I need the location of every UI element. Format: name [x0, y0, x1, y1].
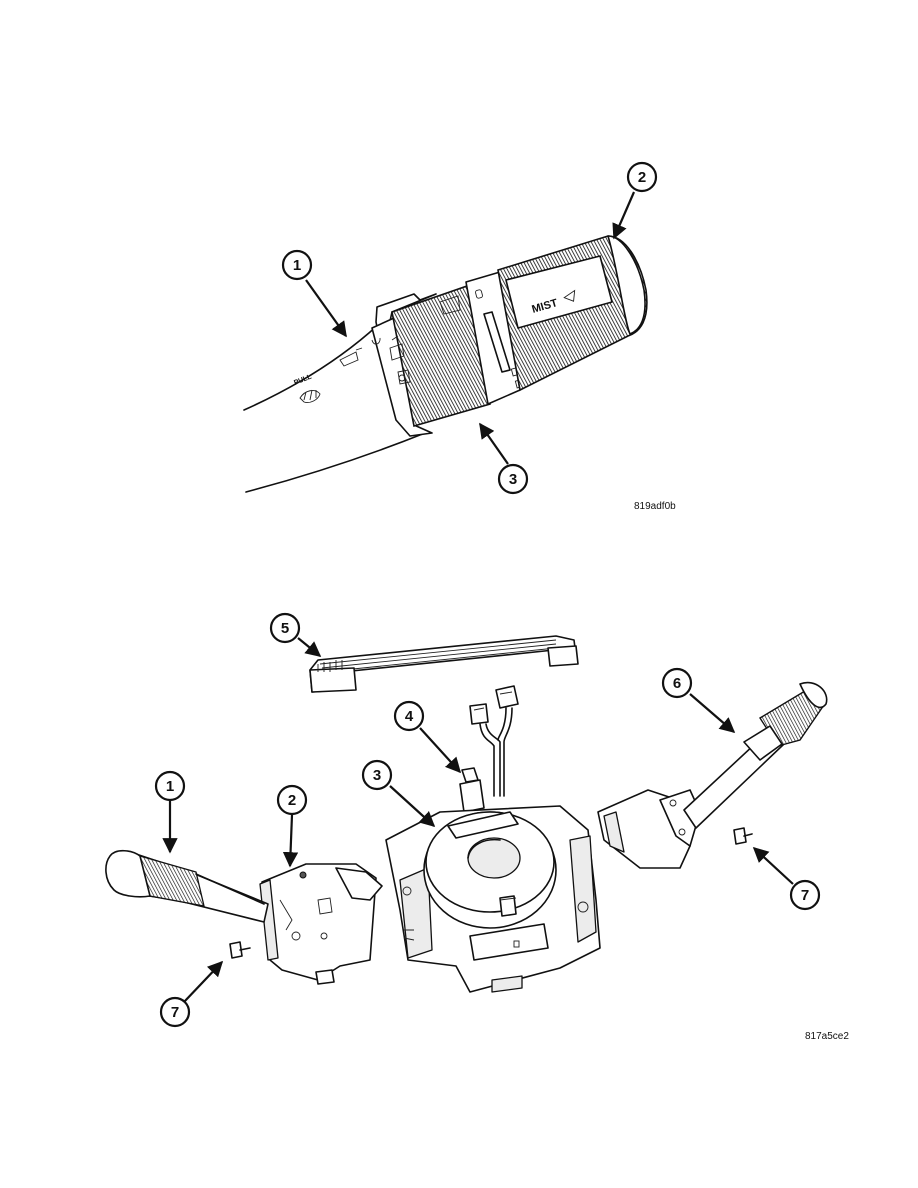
top-figure-wiper-stalk: MIST PULL 1 2 [243, 161, 676, 512]
callout-number: 7 [171, 1004, 179, 1021]
callout-1-top: 1 [281, 249, 347, 338]
callout-1-bottom: 1 [154, 770, 186, 854]
image-code-bottom: 817a5ce2 [805, 1031, 849, 1042]
image-code-top: 819adf0b [634, 501, 676, 512]
clockspring-body [385, 805, 601, 993]
callout-7-left: 7 [159, 960, 224, 1028]
callout-number: 3 [373, 767, 381, 784]
callout-number: 1 [166, 778, 174, 795]
callout-number: 5 [281, 620, 289, 637]
callout-number: 4 [405, 708, 414, 725]
callout-number: 7 [801, 887, 809, 904]
callout-number: 6 [673, 675, 681, 692]
callout-4-bottom: 4 [393, 700, 462, 774]
bottom-figure-switch-assembly: 5 4 3 6 1 2 7 [105, 612, 849, 1042]
callout-number: 1 [293, 257, 301, 274]
wire-harness-connector [309, 635, 579, 693]
knurled-ring [391, 283, 491, 428]
callout-number: 3 [509, 471, 517, 488]
left-turn-signal-stalk [105, 849, 269, 923]
callout-number: 2 [638, 169, 646, 186]
pull-label: PULL [293, 373, 313, 387]
callout-7-right: 7 [752, 846, 821, 911]
clockspring-pigtails [459, 685, 519, 813]
callout-5-bottom: 5 [269, 612, 322, 657]
wiper-symbols [371, 295, 461, 385]
callout-3-bottom: 3 [361, 759, 436, 828]
screw-left [229, 941, 251, 959]
screw-right [733, 827, 753, 845]
callout-3-top: 3 [479, 422, 529, 495]
callout-2-bottom: 2 [276, 784, 308, 868]
callout-number: 2 [288, 792, 296, 809]
callout-6-bottom: 6 [661, 667, 736, 734]
callout-2-top: 2 [612, 161, 658, 240]
mist-label-plate [505, 255, 613, 329]
left-switch-body [259, 863, 383, 985]
right-wiper-switch [597, 681, 828, 869]
stalk-body-outline [243, 324, 379, 411]
washer-symbol [299, 347, 363, 403]
